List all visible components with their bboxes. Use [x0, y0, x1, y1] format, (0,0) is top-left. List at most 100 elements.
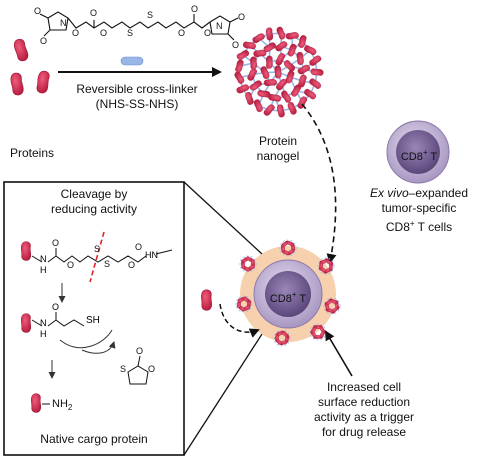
tcell-name: CD8+ T	[398, 145, 440, 165]
atom-o: O	[90, 8, 97, 18]
amine-sub: 2	[67, 403, 73, 413]
attached-nanogel	[235, 295, 253, 313]
atom-o: O	[232, 40, 239, 50]
nanogel-protein	[233, 70, 246, 85]
thiocarbonate-ring	[127, 355, 149, 385]
attached-nanogel	[239, 255, 257, 273]
svg-text:O: O	[67, 260, 74, 270]
nanogel-protein	[265, 27, 274, 41]
cell-name-prefix: CD8	[269, 293, 292, 305]
tcell-caption-line1: Ex vivo–expanded	[354, 186, 484, 201]
atom-o: O	[238, 12, 245, 22]
release-arrow	[219, 303, 260, 338]
tcell-name-sup: +	[422, 148, 428, 157]
nanogel-protein	[296, 51, 305, 66]
inset-hn-label: HN	[145, 250, 158, 260]
thiocarbonate-atoms: S O O	[120, 346, 155, 374]
inset-n-label-2: N	[40, 318, 47, 328]
free-proteins	[9, 37, 51, 97]
atom-o: O	[204, 28, 211, 38]
inset-title: Cleavage by reducing activity	[34, 187, 154, 217]
tcell-caption: Ex vivo–expanded tumor-specific CD8+ T c…	[354, 186, 484, 235]
cell-name: CD8+ T	[267, 287, 309, 307]
nanogel-label: Protein nanogel	[248, 134, 308, 164]
trigger-arrow	[324, 330, 353, 377]
tcell-caption-cd8: CD8	[385, 220, 410, 234]
released-protein	[200, 289, 213, 311]
atom-s: S	[127, 28, 133, 38]
trigger-caption-line3: activity as a trigger	[313, 410, 415, 424]
svg-text:O: O	[148, 364, 155, 374]
inset-title-line2: reducing activity	[50, 202, 138, 216]
attached-nanogel-protein	[241, 261, 246, 269]
nanogel-protein	[253, 98, 264, 113]
atom-o: O	[72, 28, 79, 38]
inset-title-line1: Cleavage by	[60, 187, 128, 201]
atom-o: O	[34, 6, 41, 16]
trigger-caption-line4: for drug release	[321, 425, 407, 439]
atom-n: N	[60, 18, 67, 28]
inset-thiol-structure	[31, 312, 113, 349]
amine-label: NH2	[52, 397, 72, 415]
native-cargo-label: Native cargo protein	[40, 432, 148, 446]
tcell-caption-exvivo: Ex vivo	[369, 186, 409, 200]
svg-text:S: S	[94, 244, 100, 254]
protein-nanogel	[233, 25, 324, 118]
inset-sh-label: SH	[86, 315, 100, 326]
nanogel-to-cell-arrow	[301, 103, 337, 264]
inset-n-label: N	[40, 254, 47, 264]
tcell-caption-tcells: T cells	[414, 220, 453, 234]
nanogel-protein	[274, 65, 282, 79]
nanogel-protein	[263, 78, 277, 87]
attached-nanogel	[279, 239, 297, 257]
svg-text:O: O	[136, 346, 143, 356]
inset-linker-structure	[31, 248, 173, 263]
inset-h-label: H	[40, 265, 47, 275]
nanogel-protein	[265, 55, 274, 69]
nanogel-protein	[250, 56, 258, 70]
svg-text:O: O	[135, 242, 142, 252]
tcell-caption-line3: CD8+ T cells	[354, 216, 484, 235]
tcell-name-prefix: CD8	[400, 151, 423, 163]
tcell-name-suffix: T	[427, 151, 438, 163]
inset-release-arrow	[81, 341, 116, 354]
nanogel-label-line1: Protein	[258, 134, 298, 148]
cleavage-mark	[89, 231, 105, 283]
trigger-caption-line2: surface reduction	[317, 395, 411, 409]
proteins-label: Proteins	[9, 146, 55, 160]
trigger-caption-line1: Increased cell	[326, 380, 402, 394]
native-protein	[30, 393, 42, 413]
atom-o: O	[178, 28, 185, 38]
atom-o: O	[191, 4, 198, 14]
attached-nanogel	[317, 257, 335, 275]
svg-text:S: S	[104, 259, 110, 269]
atom-n: N	[216, 21, 223, 31]
inset-h-label-2: H	[40, 329, 47, 339]
svg-text:O: O	[52, 238, 59, 248]
nanogel-protein	[310, 67, 324, 77]
inset-o-label-2: O	[52, 302, 59, 312]
tcell-caption-sup: +	[409, 219, 415, 228]
svg-text:O: O	[128, 260, 135, 270]
svg-text:S: S	[120, 364, 126, 374]
amine-nh: NH	[52, 398, 68, 410]
crosslinker-label-line2: (NHS-SS-NHS)	[95, 97, 179, 111]
crosslinker-label: Reversible cross-linker (NHS-SS-NHS)	[62, 82, 212, 112]
trigger-caption: Increased cell surface reduction activit…	[300, 380, 428, 440]
nanogel-protein	[296, 95, 309, 110]
inset-connector-top	[183, 181, 263, 255]
cell-name-suffix: T	[296, 293, 307, 305]
tcell-caption-expanded: –expanded	[408, 186, 469, 200]
inset-connector-bottom	[183, 333, 263, 456]
attached-nanogel	[273, 329, 291, 347]
tcell-caption-line2: tumor-specific	[381, 201, 457, 215]
crosslinker-pill-icon	[120, 56, 144, 66]
nanogel-protein	[256, 89, 271, 99]
cd8-t-cell	[386, 120, 450, 184]
crosslinker-label-line1: Reversible cross-linker	[76, 82, 198, 96]
atom-o: O	[100, 28, 107, 38]
inset-protein-1	[20, 241, 32, 261]
inset-atom-labels-1: O O S S O O	[52, 238, 142, 270]
inset-protein-2	[20, 313, 32, 333]
